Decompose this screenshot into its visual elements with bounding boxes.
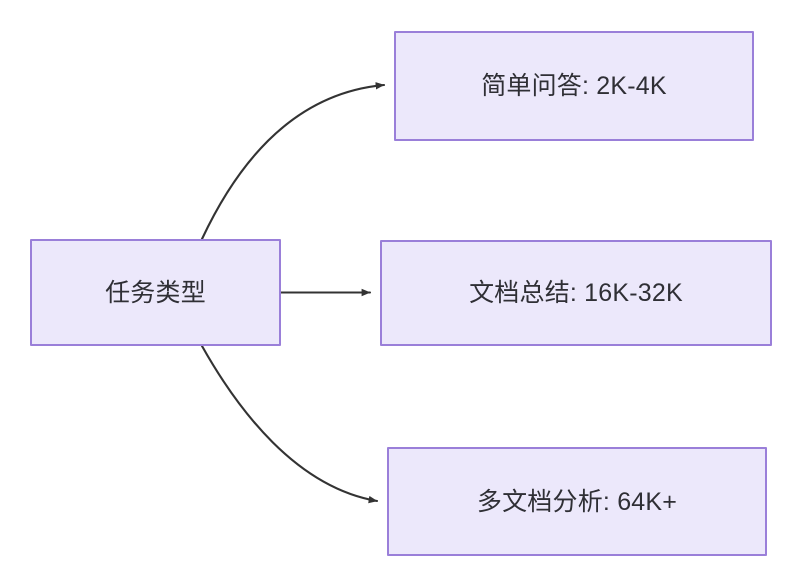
node-doc-summary-label: 文档总结: 16K-32K bbox=[469, 279, 683, 307]
node-simple-qa[interactable]: 简单问答: 2K-4K bbox=[394, 31, 754, 141]
edge-root-to-simple-qa bbox=[200, 82, 386, 241]
edge-root-to-multidoc-analysis bbox=[200, 344, 379, 504]
node-task-type[interactable]: 任务类型 bbox=[30, 239, 281, 346]
node-doc-summary[interactable]: 文档总结: 16K-32K bbox=[380, 240, 772, 346]
node-multidoc-analysis[interactable]: 多文档分析: 64K+ bbox=[387, 447, 767, 556]
node-simple-qa-label: 简单问答: 2K-4K bbox=[481, 72, 667, 100]
node-multidoc-analysis-label: 多文档分析: 64K+ bbox=[476, 487, 678, 516]
node-task-type-label: 任务类型 bbox=[105, 278, 206, 307]
